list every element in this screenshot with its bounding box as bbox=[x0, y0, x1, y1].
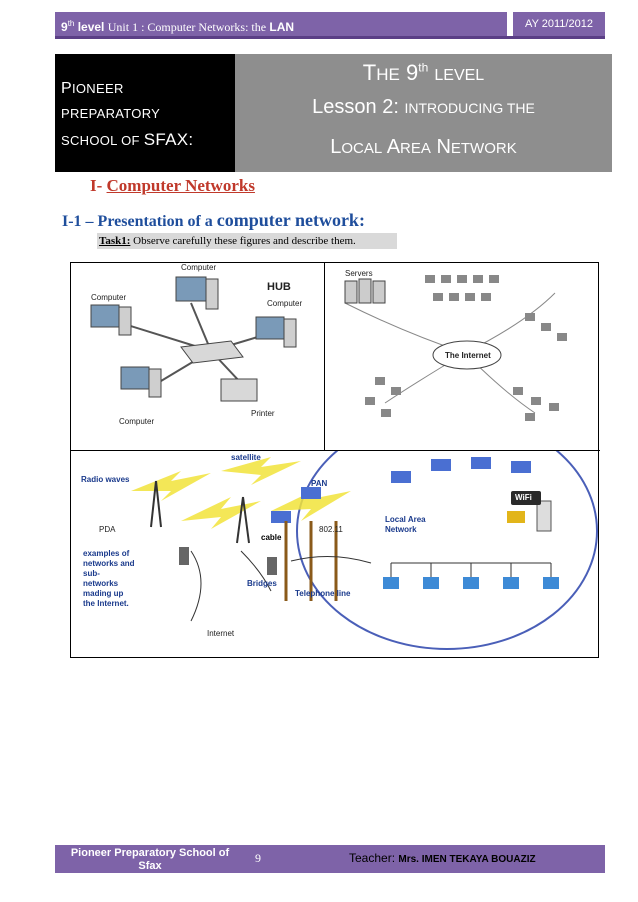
printer-icon bbox=[507, 511, 525, 523]
lan-computer-icons bbox=[383, 577, 559, 589]
computer-icon bbox=[175, 276, 219, 310]
server-icon bbox=[344, 278, 386, 304]
hub-network-diagram bbox=[90, 276, 297, 402]
footer-page-number: 9 bbox=[255, 851, 261, 865]
label-satellite: satellite bbox=[231, 453, 261, 462]
header-lan: LAN bbox=[269, 20, 295, 34]
task-instruction: Task1: Observe carefully these figures a… bbox=[97, 233, 397, 249]
label-pda: PDA bbox=[99, 525, 116, 534]
computer-cluster-icons bbox=[365, 275, 567, 421]
lesson-number-line: Lesson 2: INTRODUCING THE bbox=[312, 96, 535, 118]
figure-internet-network: Servers The Internet bbox=[325, 263, 600, 451]
label-cable: cable bbox=[261, 533, 282, 542]
laptop-icons bbox=[271, 457, 531, 523]
telephone-poles bbox=[284, 521, 338, 601]
label-internet: Internet bbox=[207, 629, 235, 638]
label-computer-top: Computer bbox=[181, 263, 217, 272]
school-line-2: PREPARATORY bbox=[61, 106, 161, 121]
network-cables bbox=[190, 550, 372, 622]
figure-hub-network: Computer Computer HUB Computer Printer C… bbox=[71, 263, 325, 451]
page-header: 9th level Unit 1 : Computer Networks: th… bbox=[55, 12, 605, 39]
section-heading-presentation: I-1 – Presentation of a computer network… bbox=[62, 210, 365, 230]
label-hub: HUB bbox=[267, 281, 291, 293]
computer-icon bbox=[120, 366, 162, 398]
label-computer-bottom: Computer bbox=[119, 417, 155, 426]
hub-icon bbox=[180, 340, 244, 364]
internet-network-diagram bbox=[344, 275, 567, 421]
label-servers: Servers bbox=[345, 269, 373, 278]
lesson-topic-line: LOCAL AREA NETWORK bbox=[330, 136, 517, 158]
header-unit-text: Unit 1 : Computer Networks: the bbox=[107, 20, 267, 34]
figures-frame: Computer Computer HUB Computer Printer C… bbox=[70, 262, 600, 658]
page-footer: Pioneer Preparatory School of Sfax 9 Tea… bbox=[55, 845, 605, 873]
figure-wan-lan: Radio waves satellite PAN PDA cable 802.… bbox=[71, 412, 600, 657]
footer-teacher: Teacher: Mrs. IMEN TEKAYA BOUAZIZ bbox=[349, 851, 536, 865]
header-level-sup: th bbox=[67, 19, 75, 28]
header-unit-title: 9th level Unit 1 : Computer Networks: th… bbox=[55, 12, 507, 36]
school-line-3: SCHOOL OF SFAX: bbox=[61, 130, 194, 149]
label-computer-right: Computer bbox=[267, 299, 303, 308]
printer-icon bbox=[220, 378, 258, 402]
label-radio-waves: Radio waves bbox=[81, 475, 130, 484]
label-wifi: WiFi bbox=[515, 493, 532, 502]
header-level-word: level bbox=[77, 20, 105, 34]
antenna-towers bbox=[150, 480, 250, 544]
lan-ellipse bbox=[296, 412, 598, 650]
wifi-icon bbox=[511, 491, 541, 505]
label-the-internet: The Internet bbox=[445, 351, 491, 360]
computer-icon bbox=[255, 316, 297, 348]
label-printer: Printer bbox=[251, 409, 275, 418]
label-pan: PAN bbox=[311, 479, 328, 488]
bridge-icon bbox=[267, 557, 277, 575]
label-computer-left: Computer bbox=[91, 293, 127, 302]
internet-cloud bbox=[432, 340, 502, 370]
school-line-1: PIONEER bbox=[61, 80, 124, 97]
section-heading-computer-networks: I- Computer Networks bbox=[90, 176, 255, 195]
label-telephone-line: Telephone line bbox=[295, 589, 351, 598]
footer-school: Pioneer Preparatory School of Sfax bbox=[70, 847, 230, 872]
label-802-11: 802.11 bbox=[319, 525, 343, 534]
server-icon bbox=[536, 500, 552, 532]
computer-icon bbox=[90, 304, 132, 336]
school-title-box: PIONEER PREPARATORY SCHOOL OF SFAX: bbox=[55, 54, 235, 172]
header-year: AY 2011/2012 bbox=[513, 12, 605, 36]
bridge-icon bbox=[179, 547, 189, 565]
lesson-title-box: THE 9th LEVEL Lesson 2: INTRODUCING THE … bbox=[235, 54, 612, 172]
label-bridges: Bridges bbox=[247, 579, 277, 588]
header-level-num: 9 bbox=[61, 20, 68, 34]
lesson-level-line: THE 9th LEVEL bbox=[362, 60, 485, 85]
wan-lan-diagram bbox=[131, 412, 598, 650]
